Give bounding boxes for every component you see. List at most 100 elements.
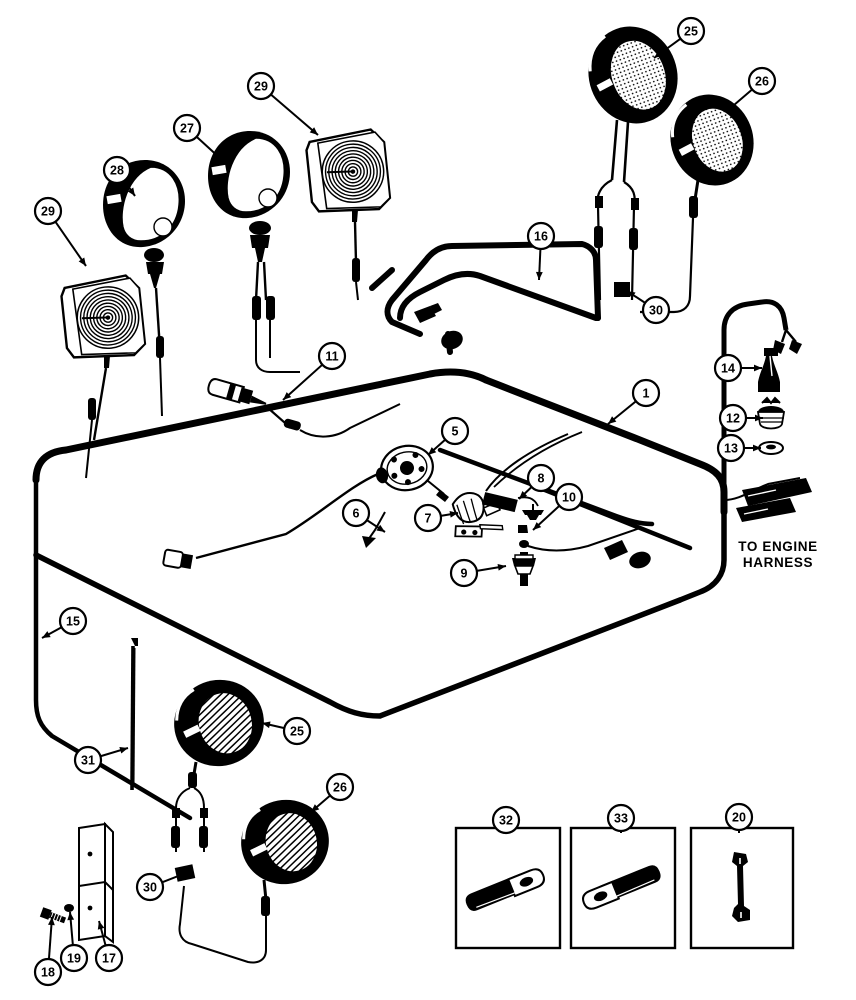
callout-19-lock-washer: 19 xyxy=(59,911,89,973)
callout-11-cigarette-lighter-plug: 11 xyxy=(282,341,347,401)
callout-18-cap-screw: 18 xyxy=(33,916,63,987)
callout-bubble xyxy=(413,503,443,533)
callout-16-harness-upper-loop: 16 xyxy=(526,221,556,281)
callout-number: 1 xyxy=(643,387,650,401)
callout-number: 18 xyxy=(41,966,55,980)
callout-31-cable-tie: 31 xyxy=(73,745,129,775)
callout-30-harness-clip: 30 xyxy=(135,872,187,902)
callout-10-ball-stud: 10 xyxy=(532,482,584,531)
ground-terminal-8 xyxy=(482,431,583,520)
callout-bubble xyxy=(641,295,671,325)
flood-lamp-top-right-group xyxy=(640,94,754,314)
washer-13 xyxy=(758,441,784,455)
callout-bubble xyxy=(631,378,661,408)
callout-33-clip-detail-33: 33 xyxy=(606,803,636,833)
callout-arrowhead xyxy=(754,364,762,372)
lock-washer-19 xyxy=(64,904,74,912)
callout-number: 26 xyxy=(755,75,769,89)
callout-bubble xyxy=(246,71,276,101)
callout-29-warning-lamp: 29 xyxy=(33,196,87,267)
callout-bubble xyxy=(606,803,636,833)
callout-leader-line xyxy=(282,363,323,401)
callout-bubble xyxy=(33,196,63,226)
callout-arrowhead xyxy=(262,721,271,729)
callout-bubble xyxy=(526,221,556,251)
callout-number: 16 xyxy=(534,230,548,244)
callout-number: 19 xyxy=(67,952,81,966)
light-switch-5 xyxy=(162,444,449,569)
flood-lamp-top-left-group xyxy=(588,26,678,301)
callout-26-flood-lamp: 26 xyxy=(726,66,777,112)
callout-number: 31 xyxy=(81,754,95,768)
callout-arrowhead xyxy=(753,444,761,452)
push-button-switch-9 xyxy=(512,552,536,586)
callout-32-clip-detail-32: 32 xyxy=(491,805,521,835)
to-engine-harness-label-line2: HARNESS xyxy=(743,555,813,570)
callout-number: 29 xyxy=(41,205,55,219)
callout-arrowhead xyxy=(48,917,55,926)
callout-arrowhead xyxy=(755,414,763,422)
callout-arrowhead xyxy=(627,291,636,299)
callout-27-head-lamp: 27 xyxy=(172,113,223,161)
callout-arrowhead xyxy=(533,522,542,530)
callout-number: 32 xyxy=(499,814,513,828)
callout-number: 26 xyxy=(333,781,347,795)
callout-number: 15 xyxy=(66,615,80,629)
detail-boxes xyxy=(454,826,795,950)
callout-28-head-lamp: 28 xyxy=(102,155,136,197)
callout-20-clip-detail-20: 20 xyxy=(724,802,754,833)
callout-number: 14 xyxy=(721,362,735,376)
callout-arrowhead xyxy=(311,804,320,812)
harness-connectors xyxy=(414,303,651,569)
callout-arrowhead xyxy=(97,921,105,930)
callout-number: 17 xyxy=(102,952,116,966)
callout-arrowhead xyxy=(42,631,51,638)
callout-arrowhead xyxy=(654,50,663,58)
callout-number: 30 xyxy=(649,304,663,318)
callout-14-bulb-socket-boot: 14 xyxy=(713,353,762,383)
callout-number: 12 xyxy=(726,412,740,426)
callout-arrowhead xyxy=(213,152,222,160)
callout-bubble xyxy=(440,416,470,446)
callout-arrowhead xyxy=(535,271,543,280)
callout-bubble xyxy=(59,943,89,973)
callout-number: 9 xyxy=(461,567,468,581)
callout-bubble xyxy=(449,558,479,588)
callout-number: 11 xyxy=(325,350,338,364)
callout-bubble xyxy=(94,943,124,973)
callout-13-washer: 13 xyxy=(716,433,761,463)
callout-5-light-switch: 5 xyxy=(427,416,470,456)
warning-lamp-left-group xyxy=(60,274,147,479)
callout-29-warning-lamp: 29 xyxy=(246,71,319,136)
callout-arrowhead xyxy=(283,392,292,400)
cap-screw-18 xyxy=(39,907,67,924)
callout-25-flood-lamp: 25 xyxy=(653,16,706,59)
callout-bubble xyxy=(282,716,312,746)
callout-bubble xyxy=(747,66,777,96)
callout-bubble xyxy=(33,957,63,987)
callout-bubble xyxy=(676,16,706,46)
callout-26-flood-lamp: 26 xyxy=(310,772,355,813)
callout-number: 29 xyxy=(254,80,268,94)
callout-bubble xyxy=(718,403,748,433)
callout-number: 20 xyxy=(732,811,746,825)
callout-12-socket-body: 12 xyxy=(718,403,763,433)
callout-leader-line xyxy=(54,221,87,267)
callout-15-harness-branch-left: 15 xyxy=(41,606,88,639)
callout-number: 5 xyxy=(452,425,459,439)
socket-body-12 xyxy=(756,396,786,430)
callout-arrowhead xyxy=(127,187,135,196)
callout-30-harness-clip: 30 xyxy=(626,290,671,325)
callout-arrowhead xyxy=(309,127,318,135)
cable-tie-31 xyxy=(130,638,138,791)
callout-arrowhead xyxy=(67,912,75,921)
callout-bubble xyxy=(102,155,132,185)
callout-arrowhead xyxy=(497,563,506,571)
callout-number: 7 xyxy=(425,512,432,526)
callout-arrowhead xyxy=(519,491,528,499)
callout-bubble xyxy=(58,606,88,636)
callout-number: 25 xyxy=(290,725,304,739)
callout-number: 10 xyxy=(562,491,576,505)
